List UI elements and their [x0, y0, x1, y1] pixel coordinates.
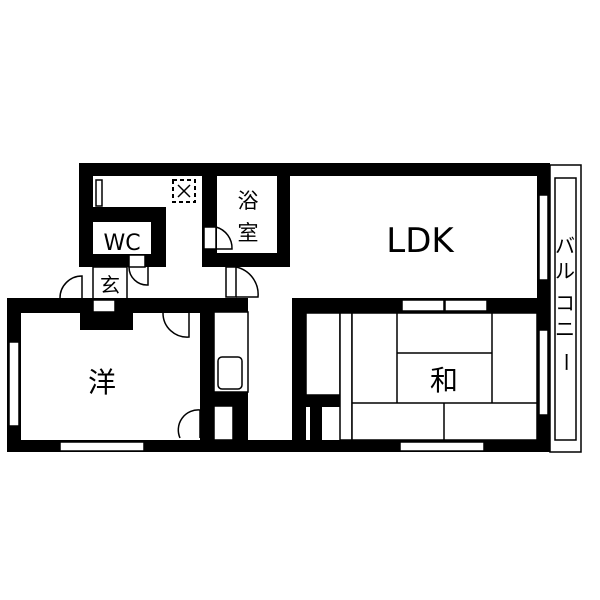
- japanese-label: 和: [430, 364, 458, 397]
- closet-wall: [306, 395, 340, 407]
- window-ldk-right: [538, 194, 549, 281]
- refrigerator-space: [213, 311, 249, 393]
- balcony-label-2: ル: [555, 259, 575, 283]
- window-western-left: [8, 341, 20, 427]
- shoe-box: [92, 299, 116, 313]
- window-japanese-bottom: [399, 441, 485, 452]
- sliding-door-2[interactable]: [444, 299, 488, 312]
- washer-space: [172, 179, 196, 203]
- entrance-door-swing[interactable]: [59, 275, 83, 299]
- ldk-door-swing: [235, 266, 259, 298]
- wall-closet-left: [292, 298, 306, 452]
- entrance-label: 玄: [100, 273, 120, 297]
- closet: [305, 312, 341, 396]
- wc-door-swing: [128, 266, 149, 286]
- balcony-rail: [554, 177, 577, 441]
- balcony-label-1: バ: [555, 234, 575, 258]
- japanese-room-edge: [339, 312, 353, 441]
- window-upper-left: [95, 179, 103, 207]
- wall-small: [310, 407, 322, 452]
- tatami: [352, 313, 537, 440]
- washer-mark: [177, 184, 191, 198]
- wall-western-right: [200, 298, 215, 452]
- window-western-bottom: [59, 441, 145, 452]
- western-label: 洋: [88, 366, 116, 399]
- bath-label-1: 浴: [238, 189, 259, 213]
- storage-door-swing[interactable]: [177, 409, 201, 439]
- bath-door[interactable]: [203, 226, 217, 250]
- western-door-swing[interactable]: [162, 312, 190, 338]
- window-japanese-right: [538, 329, 549, 416]
- bath-room: [217, 176, 277, 253]
- entrance: [92, 266, 128, 300]
- ldk-label: LDK: [386, 221, 455, 261]
- sliding-door-1[interactable]: [401, 299, 445, 312]
- bath-door-swing: [215, 226, 233, 250]
- storage: [213, 405, 234, 441]
- balcony-label-4: ニ: [555, 317, 575, 341]
- wc-label: WC: [103, 231, 140, 256]
- wc-door[interactable]: [128, 254, 146, 268]
- balcony-label-3: コ: [555, 291, 575, 315]
- ldk-door[interactable]: [225, 266, 237, 298]
- wc-room: [93, 222, 151, 254]
- bath-label-2: 室: [238, 221, 259, 245]
- balcony-label-5: ー: [554, 352, 578, 372]
- sink: [217, 356, 243, 390]
- wall-top: [79, 163, 550, 176]
